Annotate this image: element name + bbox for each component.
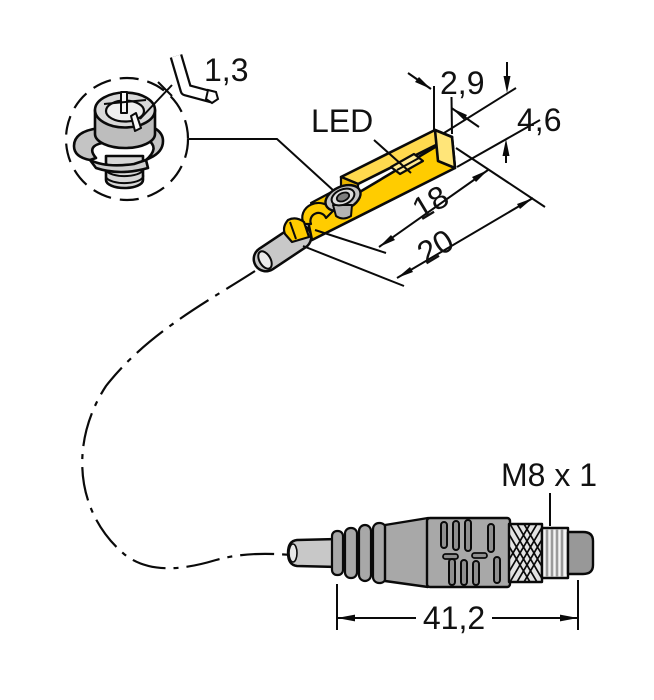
hex-key-icon (169, 54, 220, 105)
connector (286, 516, 595, 589)
dim-top-width-label: 2,9 (440, 65, 484, 101)
strain-relief (330, 521, 388, 585)
sensor-body (252, 128, 457, 273)
connector-thread (540, 526, 570, 580)
dimension-connector-length: 41,2 (336, 580, 579, 636)
cable-routing-curve (81, 270, 292, 570)
dim-overall-length-label: 20 (411, 222, 460, 271)
connector-grip-barrel (425, 516, 512, 589)
leader-to-sensor-screw (189, 138, 335, 192)
connector-tip (566, 530, 595, 576)
connector-knurl (507, 522, 544, 584)
dimension-top-width: 2,9 (407, 65, 484, 135)
sensor-end-face (433, 128, 457, 170)
thread-label: M8 x 1 (501, 457, 597, 493)
hex-key-size-label: 1,3 (204, 52, 248, 88)
screw-detail-drawing (72, 91, 165, 190)
led-label: LED (311, 103, 373, 139)
dim-height-label: 4,6 (517, 102, 561, 138)
screw-detail-bubble (64, 76, 190, 202)
leader-to-hex-key (139, 81, 173, 120)
connector-cable (286, 537, 340, 569)
dimension-height: 4,6 (443, 62, 561, 168)
dim-connector-length-label: 41,2 (423, 600, 485, 636)
detail-circle (64, 76, 190, 202)
led-leader-line (373, 139, 412, 174)
connector-cone (383, 516, 430, 589)
mounting-screw (324, 183, 362, 220)
